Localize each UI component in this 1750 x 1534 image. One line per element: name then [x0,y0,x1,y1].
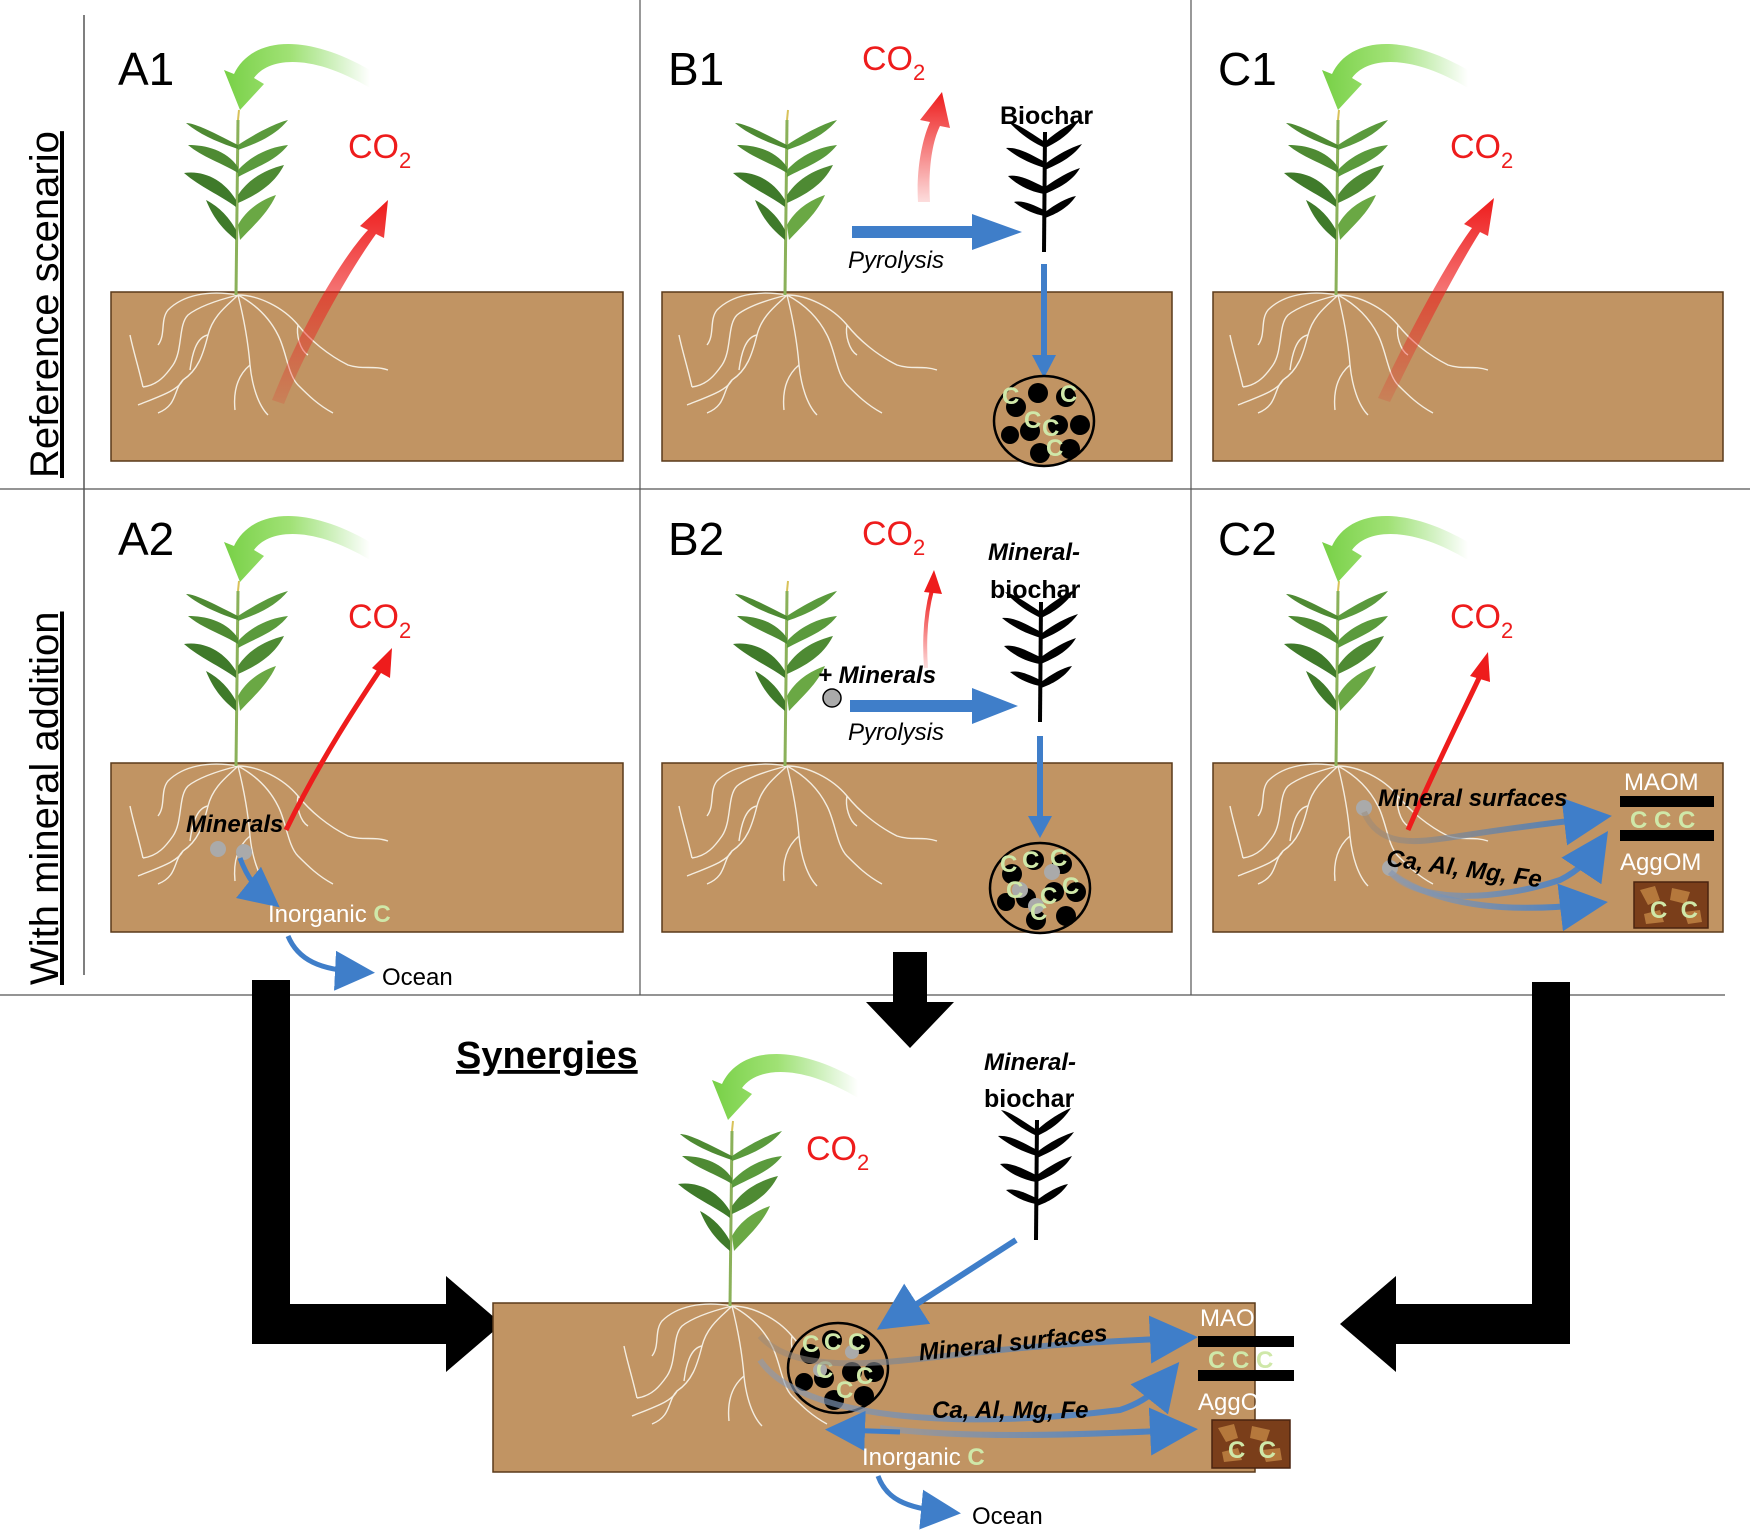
plant-icon [182,579,290,768]
maom-layer [1620,796,1714,807]
panel-c2: C2 CO2 Mineral surfaces Ca, Al, Mg, Fe M… [1212,513,1724,933]
mineral-particle [210,841,226,857]
synergies-title: Synergies [456,1035,638,1077]
plant-icon [1282,579,1390,768]
plant-icon [182,108,290,297]
carbon-c-label: C [1062,873,1079,900]
pyrolysis-arrow [852,214,1022,250]
panel-label-a2: A2 [118,513,174,565]
carbon-c-label: C [1040,883,1057,910]
aggom-label: AggOM [1198,1389,1279,1416]
panel-a2: A2 CO2 Minerals Inorganic C Ocean [110,513,624,991]
maom-label: MAOM [1200,1305,1275,1332]
co2-label: CO2 [806,1130,869,1175]
maom-layer [1620,830,1714,841]
mineral-particle [236,844,252,860]
connector-arrow-middle [866,952,954,1048]
plant-icon [731,108,839,297]
uptake-arrow-icon [1322,516,1468,582]
mineral-surfaces-label: Mineral surfaces [1378,785,1567,812]
carbon-c-label: C [836,1377,853,1404]
co2-emission-arrow [1405,674,1483,831]
maom-layer [1198,1370,1294,1381]
pyrolysis-arrow [850,688,1018,724]
co2-label: CO2 [1450,598,1513,643]
panel-c1: C1 CO2 [1212,43,1724,462]
plant-icon [1282,108,1390,297]
pyrolysis-label: Pyrolysis [848,247,944,274]
soil-block [110,291,624,462]
maom-layer [1198,1336,1294,1347]
minerals-plus-label: + Minerals [818,662,936,689]
ocean-label: Ocean [972,1503,1043,1530]
biochar-plant-icon [996,1106,1076,1242]
uptake-arrow-icon [224,516,370,582]
cations-label: Ca, Al, Mg, Fe [932,1397,1088,1424]
mineral-biochar-label-1: Mineral- [988,539,1080,566]
mineral-biochar-label-1: Mineral- [984,1049,1076,1076]
carbon-c-label: C [1060,381,1077,408]
carbon-c-label: C [1046,435,1063,462]
panel-b1: B1 CO2 Pyrolysis Biochar C C C C C [661,40,1173,468]
co2-emission-arrow [1378,198,1494,402]
co2-emission-arrow [283,668,383,832]
inorganic-label: Inorganic C [862,1444,985,1471]
aggom-carbon-label: C C [1650,897,1698,924]
pyrolysis-label: Pyrolysis [848,719,944,746]
mineral-particle [822,688,842,708]
soil-block [661,762,1173,933]
uptake-arrow-icon [224,44,370,110]
co2-label: CO2 [348,128,411,173]
panel-label-b2: B2 [668,513,724,565]
aggom-carbon-label: C C [1228,1437,1276,1464]
carbon-c-label: C [1050,845,1067,872]
maom-label: MAOM [1624,769,1699,796]
uptake-arrow-icon [1322,44,1468,110]
carbon-c-label: C [802,1331,819,1358]
uptake-arrow-icon [712,1054,858,1120]
panel-label-c1: C1 [1218,43,1277,95]
co2-label: CO2 [862,515,925,560]
minerals-label: Minerals [186,811,283,838]
carbon-c-label: C [1042,415,1059,442]
maom-carbon-label: C C C [1208,1347,1273,1374]
synergies-panel: Synergies CO2 Mineral- biochar C C C C C… [456,1035,1294,1530]
carbon-c-label: C [1022,847,1039,874]
co2-release-arrow [917,92,950,202]
aggom-label: AggOM [1620,849,1701,876]
connector-arrow-left [252,980,502,1372]
carbon-c-label: C [1002,383,1019,410]
ocean-label: Ocean [382,964,453,991]
panel-label-b1: B1 [668,43,724,95]
plant-icon [676,1119,784,1308]
inorganic-label: Inorganic C [268,901,391,928]
maom-carbon-label: C C C [1630,807,1695,834]
carbon-c-label: C [848,1329,865,1356]
row-label-reference: Reference scenario [23,131,67,478]
carbon-c-label: C [1024,407,1041,434]
soil-block [110,762,624,933]
carbon-c-label: C [1030,899,1047,926]
carbon-c-label: C [824,1329,841,1356]
connector-arrow-right [1340,982,1570,1372]
panel-a1: A1 CO2 [110,43,624,462]
row-label-mineral: With mineral addition [23,612,67,986]
panel-b2: B2 CO2 + Minerals Pyrolysis Mineral- bio… [661,513,1173,935]
carbon-c-label: C [1000,851,1017,878]
co2-label: CO2 [348,598,411,643]
mineral-biochar-label-2: biochar [984,1085,1075,1113]
soil-block [661,291,1173,462]
carbon-c-label: C [856,1363,873,1390]
co2-label: CO2 [862,40,925,85]
biochar-plant-icon [1000,588,1080,724]
carbon-c-label: C [1006,877,1023,904]
co2-emission-arrow [272,200,388,404]
co2-label: CO2 [1450,128,1513,173]
mineral-particle [1356,800,1372,816]
panel-label-c2: C2 [1218,513,1277,565]
soil-block [1212,291,1724,462]
panel-label-a1: A1 [118,43,174,95]
synergy-connectors [252,952,1570,1372]
